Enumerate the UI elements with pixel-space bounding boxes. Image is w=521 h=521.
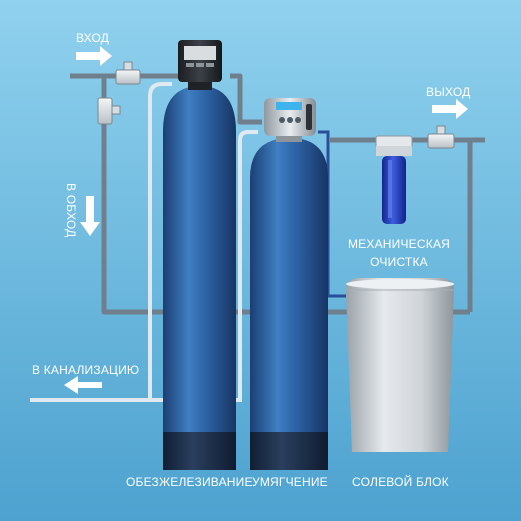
label-bypass: В ОБХОД: [64, 183, 78, 238]
softener-tank: [250, 98, 328, 470]
bypass-arrow: [80, 196, 100, 236]
label-outlet: ВЫХОД: [426, 85, 471, 99]
flow-arrows: [64, 46, 468, 394]
inlet-arrow: [76, 46, 112, 66]
inlet-valve: [115, 61, 141, 85]
control-display-2: [276, 102, 302, 110]
outlet-arrow: [432, 99, 468, 119]
label-drain: В КАНАЛИЗАЦИЮ: [32, 363, 140, 377]
label-softening: УМЯГЧЕНИЕ: [252, 475, 328, 489]
salt-tank: [346, 278, 454, 452]
tank-interconnect-pipe: [230, 73, 262, 125]
bypass-valve: [97, 97, 121, 125]
label-iron-removal: ОБЕЗЖЕЛЕЗИВАНИЕ: [126, 475, 253, 489]
drain-arrow: [64, 376, 102, 394]
mechanical-filter: [375, 135, 413, 224]
iron-removal-tank: [163, 40, 236, 470]
control-display-1: [184, 46, 216, 60]
label-mechanical-line1: МЕХАНИЧЕСКАЯ: [347, 237, 451, 251]
label-brine-tank: СОЛЕВОЙ БЛОК: [352, 475, 449, 489]
label-inlet: ВХОД: [76, 31, 110, 45]
drain-line: [30, 82, 258, 402]
label-mechanical-line2: ОЧИСТКА: [370, 255, 428, 269]
outlet-valve: [427, 125, 455, 149]
